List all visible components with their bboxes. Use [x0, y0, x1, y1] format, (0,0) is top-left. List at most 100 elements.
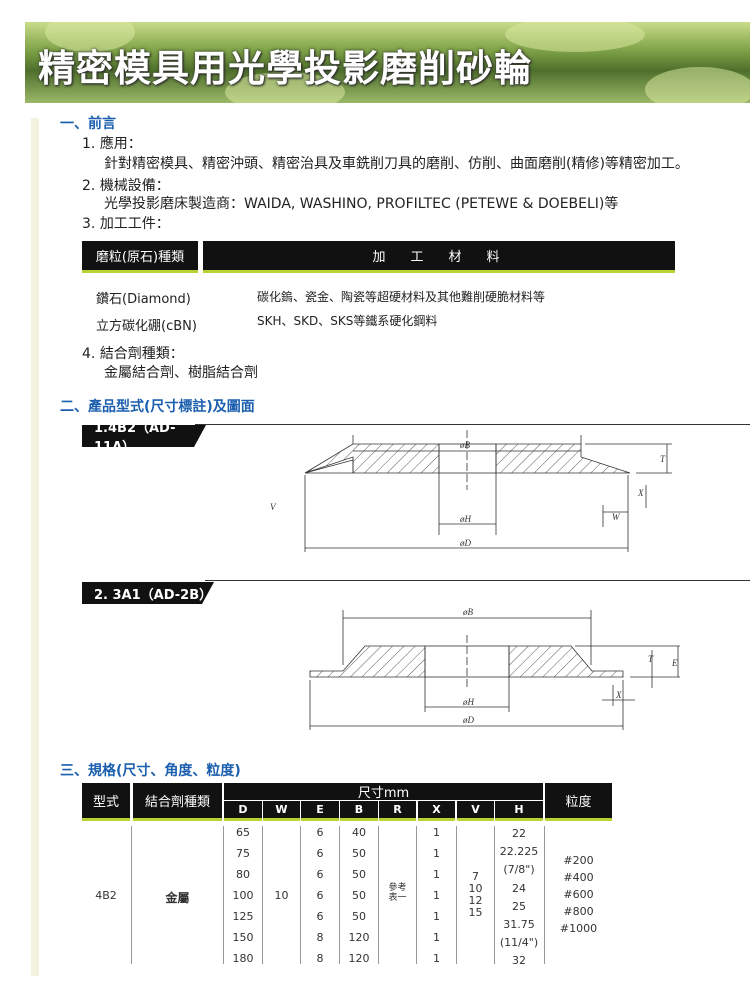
spec-col-header: W [263, 801, 300, 821]
item-num: 3. [82, 216, 96, 232]
drawing-3a1: øB øH øD X T E [309, 607, 680, 730]
spec-h: 32 [512, 954, 526, 968]
label-B: øB [462, 607, 474, 617]
column-divider [131, 826, 132, 964]
spec-header-grit: 粒度 [545, 783, 612, 821]
spec-e: 6 [316, 826, 324, 839]
item-num: 1. [82, 136, 96, 152]
spec-header-bond: 結合劑種類 [133, 783, 222, 821]
item-label: 加工工件： [99, 216, 170, 232]
item-4-text: 金屬結合劑、樹脂結合劑 [104, 365, 258, 381]
spec-header-type: 型式 [82, 783, 130, 821]
label-T: T [648, 654, 654, 664]
spec-e: 8 [316, 931, 324, 944]
label-B: øB [459, 440, 471, 450]
spec-col-header: R [379, 801, 416, 821]
spec-v: 12 [468, 894, 483, 907]
item-1-label: 1. 應用： [82, 133, 142, 153]
spec-col-header: E [301, 801, 339, 821]
spec-b: 50 [352, 889, 366, 902]
item-2-text: 光學投影磨床製造商：WAIDA, WASHINO, PROFILTEC (PET… [104, 196, 619, 212]
header-banner [25, 22, 750, 103]
spec-x: 1 [433, 952, 440, 965]
spec-d: 180 [232, 952, 254, 965]
item-label: 應用： [99, 136, 142, 152]
column-divider [378, 826, 379, 964]
column-divider [339, 826, 340, 964]
spec-v: 10 [468, 882, 483, 895]
item-label: 機械設備： [99, 178, 170, 194]
spec-x: 1 [433, 889, 440, 902]
spec-w: 10 [274, 889, 289, 902]
spec-v: 7 [472, 870, 479, 883]
type-bar-1: 1.4B2（AD-11A） [82, 425, 206, 447]
spec-col-header: H [495, 801, 543, 821]
section-heading-types: 二、產品型式(尺寸標註)及圖面 [60, 399, 255, 415]
section-heading-intro: 一、前言 [60, 116, 116, 132]
spec-h: 31.75 [503, 918, 535, 931]
spec-x: 1 [433, 826, 440, 839]
material-row-material: SKH、SKD、SKS等鐵系硬化鋼料 [257, 314, 438, 328]
spec-e: 6 [316, 868, 324, 881]
spec-x: 1 [433, 868, 440, 881]
spec-e: 6 [316, 889, 324, 902]
item-2-label: 2. 機械設備： [82, 175, 170, 195]
spec-b: 120 [348, 952, 370, 965]
material-row-grain: 鑽石(Diamond) [96, 292, 191, 307]
label-E: E [671, 658, 678, 668]
label-D: øD [459, 538, 472, 548]
spec-h: (7/8") [503, 863, 535, 877]
label-T: T [660, 454, 666, 464]
spec-col-header: V [457, 801, 494, 821]
spec-grit: #1000 [559, 922, 598, 935]
spec-d: 100 [232, 889, 254, 902]
spec-grit: #200 [563, 854, 594, 867]
drawing-4b2: øB øH øD V X T W [270, 430, 672, 552]
divider [195, 424, 750, 425]
spec-e: 6 [316, 910, 324, 923]
spec-d: 125 [232, 910, 254, 923]
column-divider [416, 826, 417, 964]
label-W: W [612, 512, 621, 522]
spec-b: 50 [352, 910, 366, 923]
item-num: 2. [82, 178, 96, 194]
spec-grit: #800 [563, 905, 594, 918]
spec-d: 150 [232, 931, 254, 944]
label-H: øH [459, 514, 472, 524]
spec-h: 25 [512, 899, 526, 913]
spec-col-header: D [224, 801, 262, 821]
spec-grit: #600 [563, 888, 594, 901]
spec-r: 參考 表一 [388, 883, 407, 903]
spec-b: 120 [348, 931, 370, 944]
label-H: øH [462, 697, 475, 707]
column-divider [300, 826, 301, 964]
spec-x: 1 [433, 931, 440, 944]
spec-h: 22 [512, 827, 526, 840]
spec-x: 1 [433, 847, 440, 860]
spec-x: 1 [433, 910, 440, 923]
column-divider [456, 826, 457, 964]
spec-bond: 金屬 [165, 891, 190, 905]
material-row-material: 碳化鎢、瓷金、陶瓷等超硬材料及其他難削硬脆材料等 [257, 290, 546, 304]
material-row-grain: 立方碳化硼(cBN) [96, 319, 197, 334]
column-divider [544, 826, 545, 964]
label-D: øD [462, 715, 475, 725]
spec-b: 50 [352, 847, 366, 860]
spec-grit: #400 [563, 871, 594, 884]
spec-d: 65 [236, 826, 250, 839]
spec-col-header: B [340, 801, 378, 821]
spec-h: 24 [512, 881, 526, 895]
spec-h: 22.225 [499, 845, 539, 859]
material-table-header-material: 加 工 材 料 [203, 241, 675, 273]
item-3-label: 3. 加工工件： [82, 213, 170, 233]
item-num: 4. [82, 346, 96, 362]
divider [205, 580, 750, 581]
item-label: 結合劑種類： [99, 346, 184, 362]
spec-e: 6 [316, 847, 324, 860]
spec-e: 8 [316, 952, 324, 965]
spec-col-header: X [418, 801, 455, 821]
spec-d: 75 [236, 847, 250, 860]
spec-header-dims: 尺寸mm [224, 783, 543, 801]
spec-h: (11/4") [499, 936, 539, 950]
item-1-text: 針對精密模具、精密沖頭、精密治具及車銑削刀具的磨削、仿削、曲面磨削(精修)等精密… [104, 156, 689, 172]
